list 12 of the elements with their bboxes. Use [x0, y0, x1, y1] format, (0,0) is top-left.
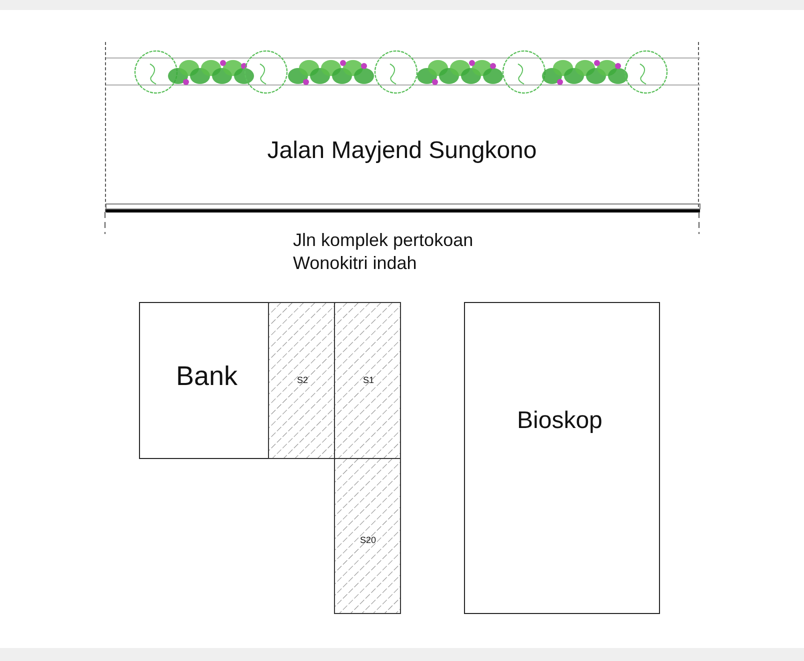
shop-lot — [334, 458, 401, 614]
street-label: Jln komplek pertokoan Wonokitri indah — [293, 229, 474, 275]
shop-lot — [268, 302, 335, 459]
shop-lot — [334, 302, 401, 459]
lot-number: S20 — [360, 535, 376, 545]
building-outline — [464, 302, 660, 614]
building-name: Bank — [176, 361, 238, 392]
lot-number: S1 — [363, 375, 374, 385]
road-name: Jalan Mayjend Sungkono — [267, 137, 537, 165]
lot-number: S2 — [297, 375, 308, 385]
road-band — [105, 42, 699, 212]
building-name: Bioskop — [517, 407, 602, 435]
